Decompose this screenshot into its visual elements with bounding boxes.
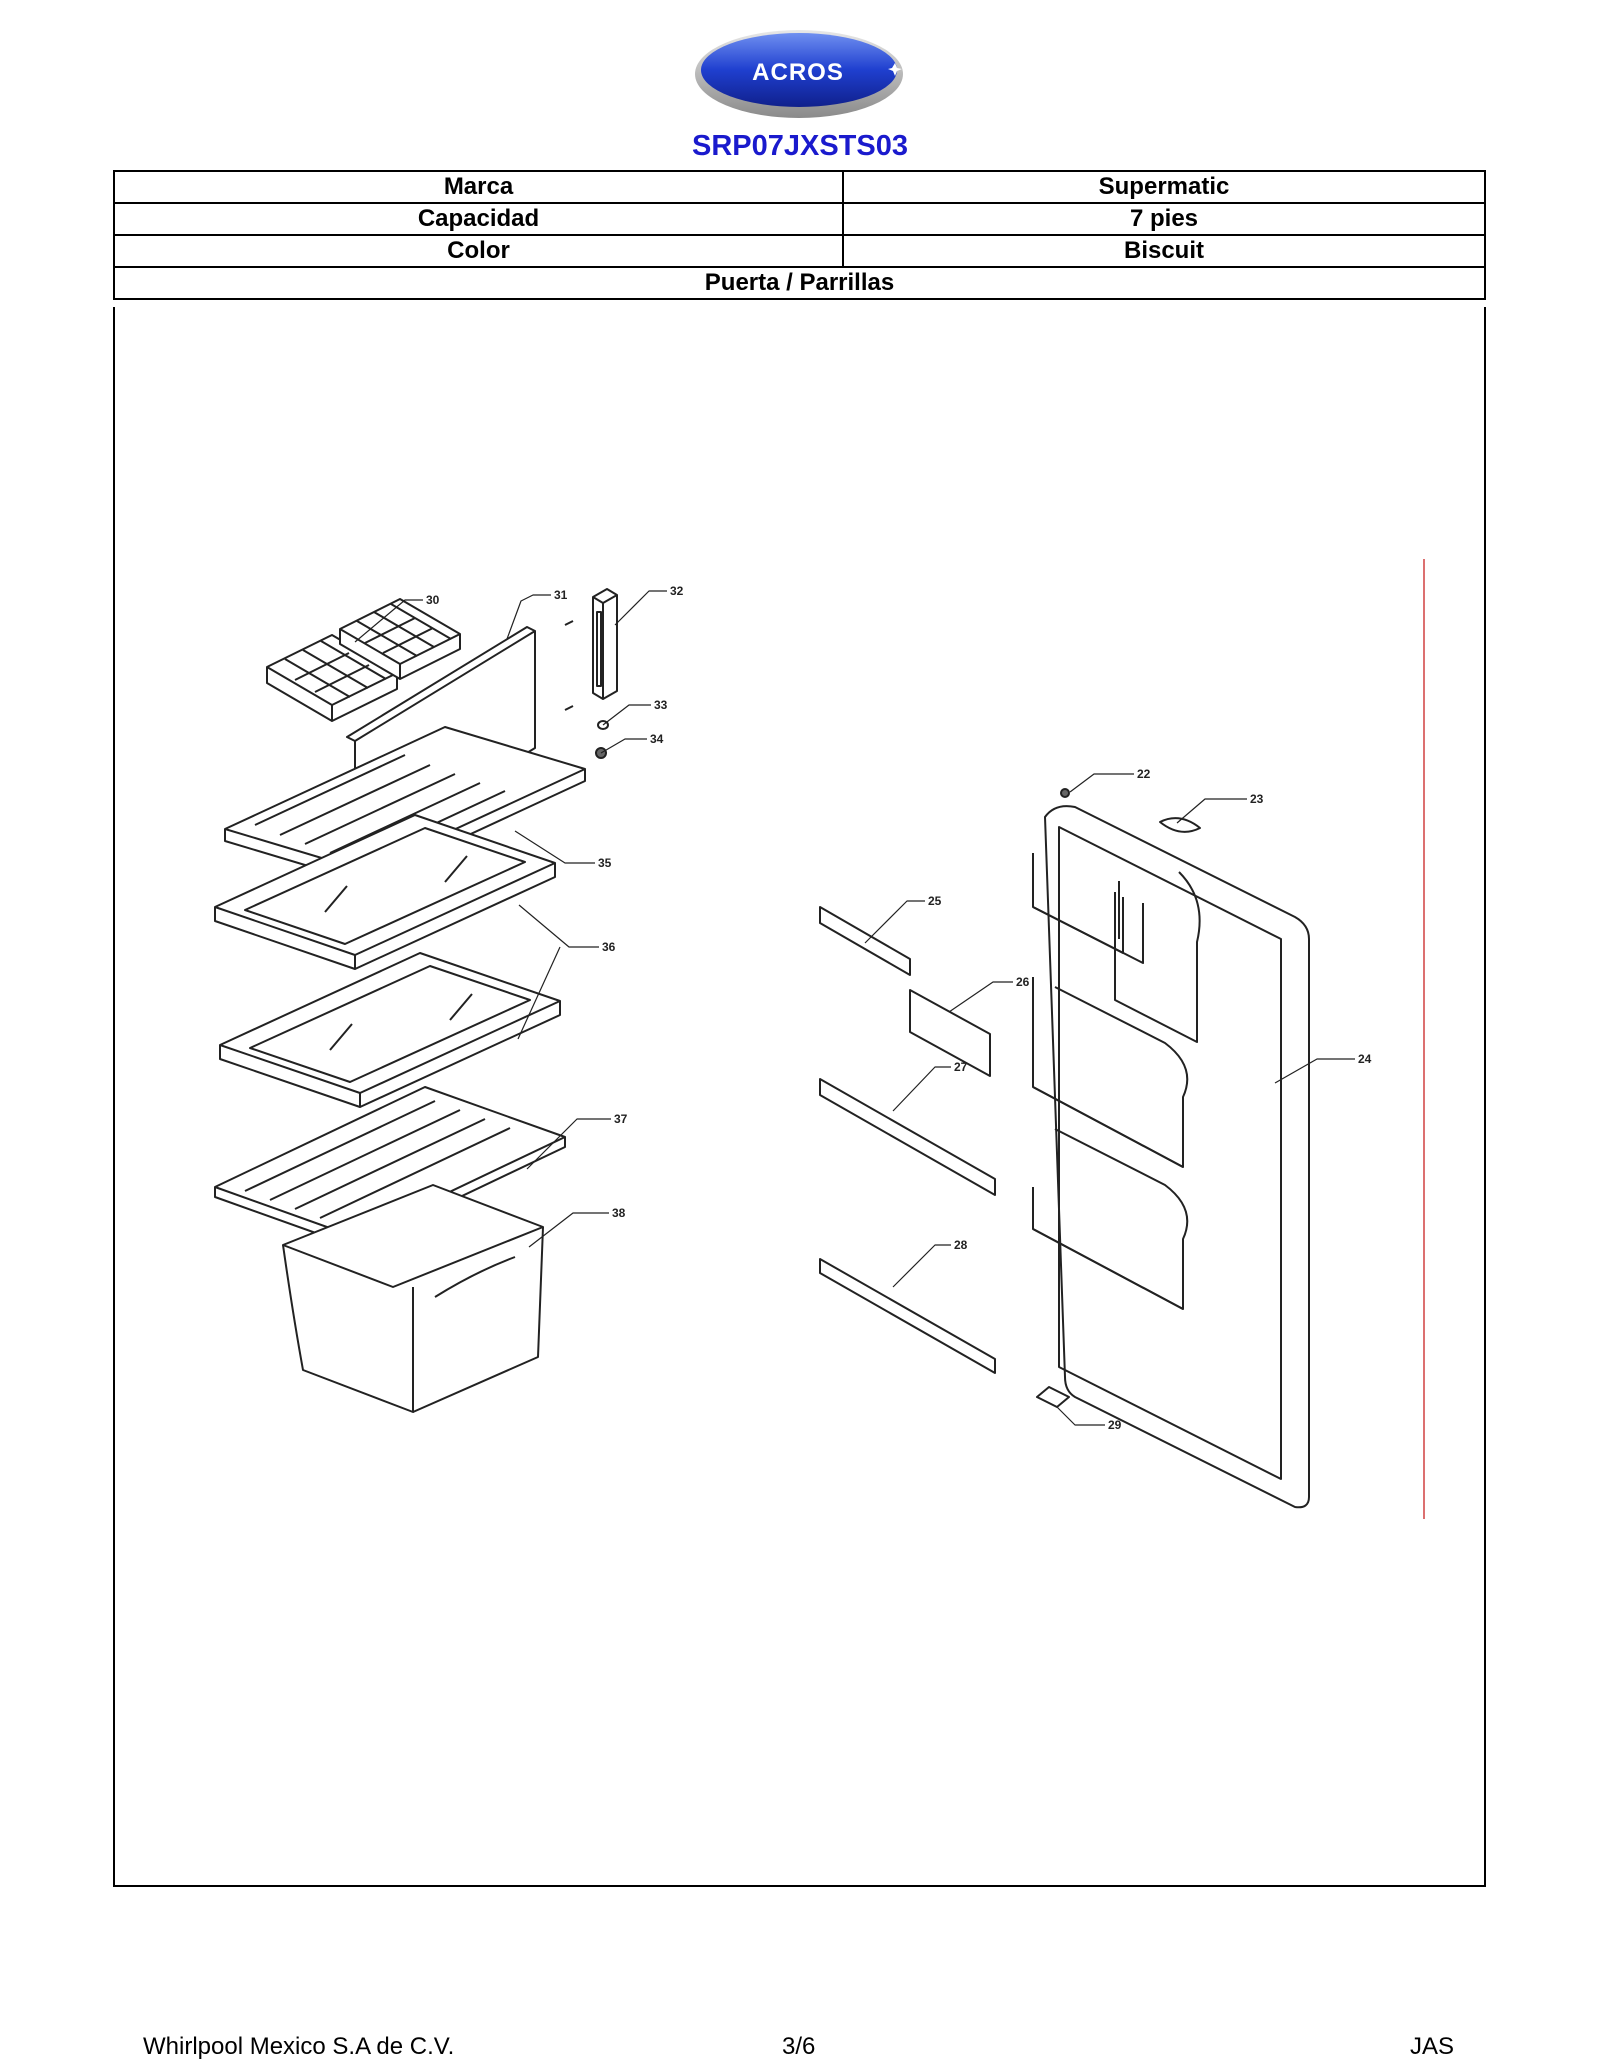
spec-value: Biscuit xyxy=(842,234,1486,268)
spec-label: Marca xyxy=(113,170,844,204)
callout-36: 36 xyxy=(602,940,616,954)
glass-shelf-part xyxy=(219,952,561,1108)
footer-initials: JAS xyxy=(1410,2033,1455,2060)
callout-34: 34 xyxy=(650,732,664,746)
parts-diagram-frame: 22 23 24 25 26 27 28 29 30 31 32 33 34 3… xyxy=(113,307,1486,1887)
spec-value: Supermatic xyxy=(842,170,1486,204)
callout-24: 24 xyxy=(1358,1052,1372,1066)
callout-leaders xyxy=(354,590,1355,1426)
callout-25: 25 xyxy=(928,894,942,908)
door-bar-part xyxy=(819,1258,996,1374)
ice-tray-part xyxy=(266,598,461,722)
spec-label: Capacidad xyxy=(113,202,844,236)
callout-38: 38 xyxy=(612,1206,626,1220)
logo-text: ACROS xyxy=(752,59,844,86)
callout-22: 22 xyxy=(1137,767,1151,781)
hinge-part xyxy=(564,588,618,759)
footer-company: Whirlpool Mexico S.A de C.V. xyxy=(143,2033,455,2060)
spec-table: Marca Supermatic Capacidad 7 pies Color … xyxy=(113,170,1486,300)
door-bar-part xyxy=(819,906,911,976)
callout-28: 28 xyxy=(954,1238,968,1252)
section-row: Puerta / Parrillas xyxy=(113,266,1486,300)
parts-diagram: 22 23 24 25 26 27 28 29 30 31 32 33 34 3… xyxy=(214,559,1425,1519)
footer-page-number: 3/6 xyxy=(782,2033,816,2060)
section-title: Puerta / Parrillas xyxy=(113,266,1486,300)
callout-37: 37 xyxy=(614,1112,628,1126)
callout-23: 23 xyxy=(1250,792,1264,806)
crisper-cover-part xyxy=(214,1086,566,1248)
spec-row: Color Biscuit xyxy=(113,234,1486,268)
callout-33: 33 xyxy=(654,698,668,712)
spec-value: 7 pies xyxy=(842,202,1486,236)
glass-shelf-part xyxy=(214,814,556,970)
callout-27: 27 xyxy=(954,1060,968,1074)
crisper-drawer-part xyxy=(282,1184,544,1413)
callout-30: 30 xyxy=(426,593,440,607)
callout-29: 29 xyxy=(1108,1418,1122,1432)
spec-row: Capacidad 7 pies xyxy=(113,202,1486,236)
callout-35: 35 xyxy=(598,856,612,870)
callout-32: 32 xyxy=(670,584,684,598)
spec-row: Marca Supermatic xyxy=(113,170,1486,204)
spec-label: Color xyxy=(113,234,844,268)
callout-31: 31 xyxy=(554,588,568,602)
fridge-door-part xyxy=(1032,788,1310,1509)
door-bar-part xyxy=(819,1078,996,1196)
door-bar-part xyxy=(909,989,991,1077)
callout-26: 26 xyxy=(1016,975,1030,989)
model-title: SRP07JXSTS03 xyxy=(691,130,908,162)
acros-logo: ACROS xyxy=(692,28,906,120)
